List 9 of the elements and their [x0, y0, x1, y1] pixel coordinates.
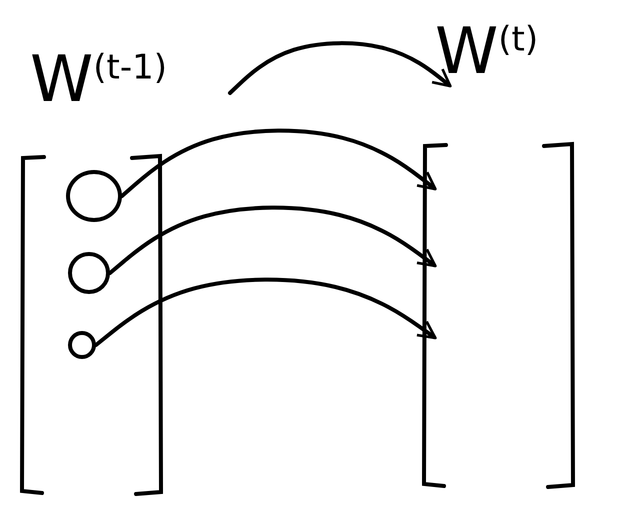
matrix-label: W$^{(t-1)}$ [30, 48, 168, 112]
arrow [120, 128, 437, 198]
arrow [94, 278, 437, 347]
arrow [108, 206, 437, 275]
matrix-entry-circle [68, 331, 96, 359]
matrix-entry-circle [68, 252, 110, 294]
matrix-label: W$^{(t)}$ [435, 20, 538, 84]
matrix-entry-circle [66, 170, 122, 222]
arrow [228, 41, 452, 95]
